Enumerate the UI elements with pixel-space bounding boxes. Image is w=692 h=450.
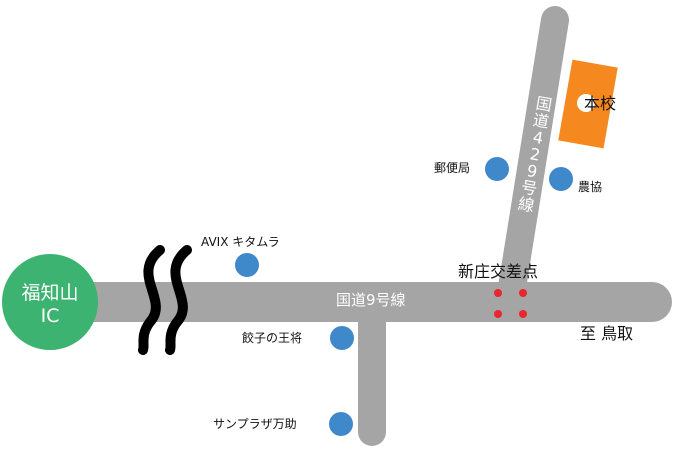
landmark-label-gyoza: 餃子の王将 xyxy=(242,331,303,345)
signal-icon xyxy=(519,310,527,318)
ic-marker xyxy=(2,254,98,350)
landmark-dot-post-office xyxy=(485,157,509,181)
landmark-dot-ja xyxy=(549,167,573,191)
landmark-dot-avix xyxy=(235,253,259,277)
landmark-label-post-office: 郵便局 xyxy=(434,161,471,175)
signal-icon xyxy=(494,310,502,318)
road-route-9-label: 国道9号線 xyxy=(336,291,406,309)
intersection-label: 新庄交差点 xyxy=(458,262,539,281)
river-icon xyxy=(138,245,165,355)
ic-label-line2: IC xyxy=(40,305,60,327)
school-dot-icon xyxy=(577,94,595,112)
school-label: 本校 xyxy=(584,94,617,113)
landmark-dot-gyoza xyxy=(330,326,354,350)
signal-icon xyxy=(519,289,527,297)
road-route-429-char: 線 xyxy=(516,193,536,216)
landmark-label-ja: 農協 xyxy=(578,180,603,194)
signal-icon xyxy=(494,289,502,297)
ic-label-line1: 福知山 xyxy=(21,282,79,304)
river-icon xyxy=(165,245,192,355)
landmark-label-avix: AVIX キタムラ xyxy=(201,235,280,249)
landmark-label-sunplaza: サンプラザ万助 xyxy=(213,417,297,431)
destination-label: 至 鳥取 xyxy=(580,324,634,343)
landmark-dot-sunplaza xyxy=(329,412,353,436)
road-route-429 xyxy=(496,6,569,314)
